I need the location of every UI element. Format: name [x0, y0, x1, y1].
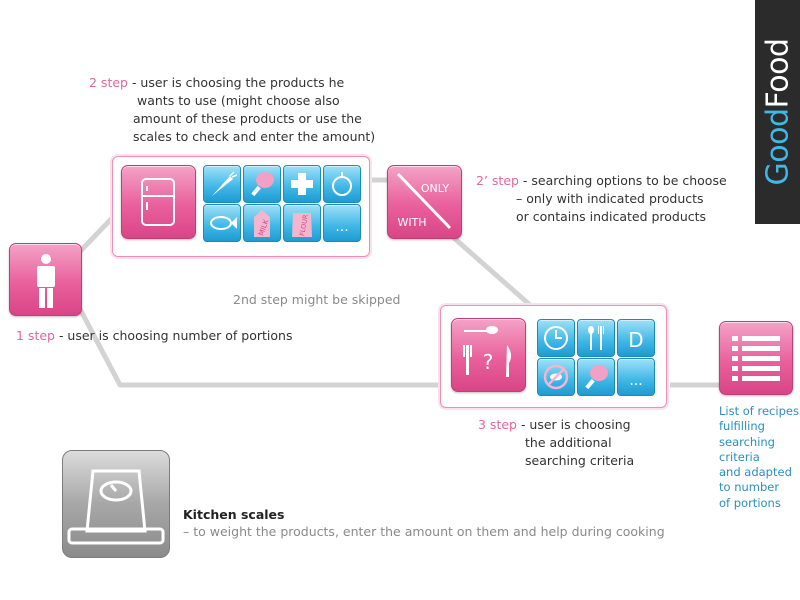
kitchen-scales-tile[interactable] — [62, 450, 170, 558]
step3-caption: 3 step - user is choosing the additional… — [478, 417, 635, 468]
fridge-tile[interactable] — [121, 165, 196, 239]
brand-banner: GoodFood — [755, 0, 800, 224]
criteria-tile-diet[interactable]: D — [617, 319, 655, 357]
criteria-more-label: ... — [629, 373, 642, 389]
fridge-icon — [141, 178, 175, 226]
skip-note: 2nd step might be skipped — [233, 292, 401, 307]
product-tile-meat[interactable] — [243, 165, 281, 203]
criteria-tile-exclude[interactable] — [537, 358, 575, 396]
toggle-only-label: ONLY — [421, 182, 450, 195]
step2b-caption: 2’ step - searching options to be choose… — [476, 173, 727, 224]
drumstick-icon — [585, 365, 608, 390]
drumstick-icon — [251, 172, 274, 197]
results-caption: List of recipes fulfilling searching cri… — [719, 404, 799, 510]
svg-text:?: ? — [483, 350, 494, 374]
criteria-d-label: D — [628, 328, 643, 352]
step2-caption: 2 step - user is choosing the products h… — [89, 75, 376, 144]
product-tile-more[interactable]: ... — [323, 204, 361, 242]
connector-person-to-criteria — [67, 288, 440, 388]
no-fish-icon — [543, 364, 569, 390]
more-label: ... — [335, 219, 348, 235]
product-tile-flour[interactable]: FLOUR — [283, 204, 321, 242]
milk-carton-icon: MILK — [254, 210, 271, 237]
only-with-toggle[interactable]: ONLY WITH — [387, 165, 462, 239]
portions-tile[interactable] — [9, 243, 82, 316]
list-icon — [732, 336, 780, 381]
product-tile-fruit[interactable] — [323, 165, 361, 203]
carrot-icon — [212, 171, 238, 196]
apple-icon — [332, 172, 352, 196]
more-icon: ... — [335, 219, 348, 235]
product-tile-milk[interactable]: MILK — [243, 204, 281, 242]
connector-toggle-to-criteria — [443, 228, 532, 307]
meal-tile[interactable]: ? — [451, 318, 526, 392]
product-tile-medical[interactable] — [283, 165, 321, 203]
scales-title: Kitchen scales — [183, 507, 285, 522]
criteria-tile-dishes[interactable] — [577, 319, 615, 357]
cutlery-question-icon: ? — [463, 326, 512, 377]
criteria-tile-time[interactable] — [537, 319, 575, 357]
letter-d-icon: D — [628, 328, 643, 352]
flour-label: FLOUR — [298, 214, 310, 237]
recipe-list-tile[interactable] — [719, 321, 793, 395]
slash-icon: ONLY WITH — [396, 172, 452, 230]
step1-caption: 1 step - user is choosing number of port… — [16, 328, 293, 343]
clock-icon — [544, 326, 568, 350]
criteria-tile-more[interactable]: ... — [617, 358, 655, 396]
toggle-with-label: WITH — [397, 216, 426, 229]
flour-bag-icon: FLOUR — [292, 213, 312, 237]
more-icon: ... — [629, 373, 642, 389]
scale-icon — [67, 469, 165, 545]
person-icon — [37, 254, 55, 308]
product-tile-vegetable[interactable] — [203, 165, 241, 203]
criteria-tile-meat[interactable] — [577, 358, 615, 396]
fish-icon — [210, 216, 237, 230]
fork-spoon-icon — [588, 326, 604, 350]
scales-description: – to weight the products, enter the amou… — [183, 524, 665, 539]
brand-logo: GoodFood — [760, 38, 795, 186]
product-tile-fish[interactable] — [203, 204, 241, 242]
plus-icon — [291, 173, 313, 195]
